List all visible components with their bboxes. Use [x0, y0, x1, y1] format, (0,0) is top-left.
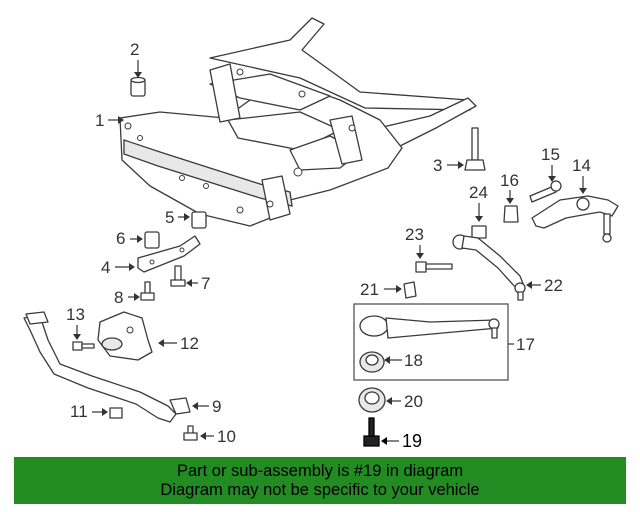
- arrow-3: [458, 161, 464, 169]
- arrow-13: [73, 334, 81, 340]
- arrow-20: [386, 397, 392, 405]
- banner-line-part: Part or sub-assembly is #19 in diagram: [176, 461, 464, 480]
- arrow-16: [506, 198, 514, 204]
- arrow-11: [102, 408, 108, 416]
- callout-3[interactable]: 3: [433, 156, 442, 175]
- bushing-part-2[interactable]: [130, 76, 146, 97]
- callout-10[interactable]: 10: [217, 427, 236, 446]
- bushing-part-16[interactable]: [503, 205, 519, 223]
- callout-9[interactable]: 9: [212, 397, 221, 416]
- bushing-part-6[interactable]: [144, 231, 160, 249]
- arrow-5: [184, 213, 190, 221]
- callout-17[interactable]: 17: [516, 335, 535, 354]
- banner-line-disclaimer: Diagram may not be specific to your vehi…: [160, 480, 480, 499]
- arrow-23: [416, 253, 424, 259]
- arrow-1: [118, 116, 124, 124]
- arrow-2: [134, 72, 142, 78]
- bolt-part-3[interactable]: [464, 127, 486, 171]
- callout-15[interactable]: 15: [541, 145, 560, 164]
- stabilizer-bar-part-9[interactable]: [23, 311, 191, 423]
- callout-5[interactable]: 5: [165, 208, 174, 227]
- callout-2[interactable]: 2: [130, 40, 139, 59]
- bolt-part-19[interactable]: [363, 417, 380, 447]
- callout-1[interactable]: 1: [95, 111, 104, 130]
- callout-14[interactable]: 14: [572, 156, 591, 175]
- upper-control-arm-part-14[interactable]: [531, 195, 619, 243]
- callout-13[interactable]: 13: [66, 305, 85, 324]
- bolt-part-8[interactable]: [140, 281, 155, 301]
- callout-11[interactable]: 11: [70, 402, 88, 421]
- bolt-part-7[interactable]: [170, 265, 186, 287]
- arrow-18: [384, 356, 390, 364]
- callout-8[interactable]: 8: [114, 288, 123, 307]
- arrow-14: [579, 188, 587, 194]
- bolt-part-11[interactable]: [109, 407, 123, 419]
- callout-24[interactable]: 24: [469, 183, 488, 202]
- bolt-part-23[interactable]: [415, 261, 453, 273]
- link-part-15[interactable]: [529, 180, 562, 203]
- callout-12[interactable]: 12: [180, 334, 199, 353]
- bushing-part-5[interactable]: [191, 211, 207, 229]
- info-banner: Part or sub-assembly is #19 in diagram D…: [14, 457, 626, 504]
- arrow-8: [134, 293, 140, 301]
- bolt-part-13[interactable]: [72, 341, 95, 351]
- callout-6[interactable]: 6: [116, 229, 125, 248]
- arrow-7: [186, 279, 192, 287]
- control-arm-assembly-part-17[interactable]: [353, 303, 509, 381]
- arrow-9: [192, 402, 198, 410]
- nut-part-10[interactable]: [183, 425, 198, 441]
- callout-7[interactable]: 7: [201, 274, 210, 293]
- arrow-21: [396, 285, 402, 293]
- callout-19[interactable]: 19: [402, 431, 422, 451]
- arrow-4: [129, 263, 135, 271]
- callout-22[interactable]: 22: [544, 276, 563, 295]
- callout-23[interactable]: 23: [405, 225, 424, 244]
- arrow-6: [137, 235, 143, 243]
- callout-21[interactable]: 21: [360, 280, 379, 299]
- subframe-part[interactable]: [119, 17, 477, 227]
- arrow-22: [526, 281, 532, 289]
- parts-diagram: 2 1 3 5 6 4 7 8: [23, 17, 619, 451]
- arrow-12: [158, 339, 164, 347]
- callout-18[interactable]: 18: [404, 351, 423, 370]
- lower-control-arm-part-22[interactable]: [452, 234, 526, 301]
- bracket-part-4[interactable]: [137, 235, 201, 273]
- arrow-10: [200, 432, 206, 440]
- callout-20[interactable]: 20: [404, 392, 423, 411]
- arrow-24: [475, 216, 483, 222]
- washer-part-24[interactable]: [471, 225, 487, 239]
- nut-part-21[interactable]: [403, 281, 417, 299]
- arrow-19: [381, 437, 387, 445]
- callout-4[interactable]: 4: [101, 258, 110, 277]
- callout-16[interactable]: 16: [500, 171, 519, 190]
- arrow-15: [548, 176, 556, 182]
- mount-part-12[interactable]: [97, 311, 153, 361]
- bushing-part-20[interactable]: [358, 387, 386, 413]
